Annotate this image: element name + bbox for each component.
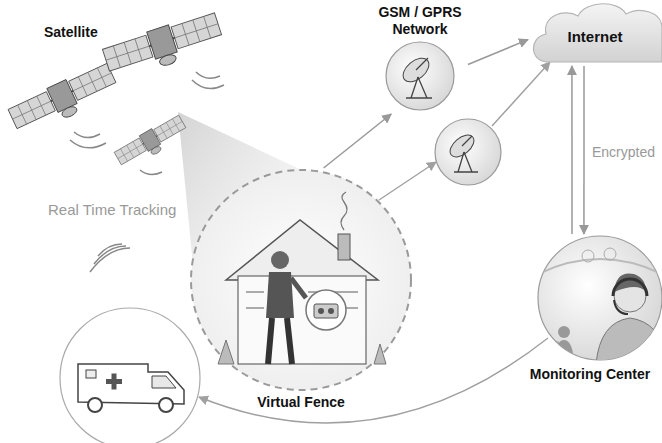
dish-circle <box>435 119 501 185</box>
edge-label: Encrypted <box>590 144 657 161</box>
node-title: Virtual Fence <box>188 394 414 411</box>
node-title: Internet <box>528 28 662 46</box>
connector-arrow <box>571 66 573 234</box>
node-title: Monitoring Center <box>518 366 662 383</box>
tracking-label: Real Time Tracking <box>48 201 176 219</box>
satellite <box>113 114 189 172</box>
internet-cloud: Internet <box>528 0 662 66</box>
ambulance-circle <box>60 308 200 443</box>
satellite-label: Satellite <box>44 24 98 41</box>
node-shape <box>372 4 468 114</box>
connector-arrow <box>468 40 528 65</box>
connector-arrow <box>324 114 392 168</box>
network-node: GSM / GPRS Network <box>372 4 468 114</box>
virtual-fence: Virtual Fence <box>188 168 414 420</box>
satellite <box>102 10 226 83</box>
connector-arrow <box>583 66 585 234</box>
node-shape <box>188 168 414 420</box>
monitoring-center: Monitoring Center <box>518 234 662 390</box>
satellite <box>7 61 121 139</box>
node-title: GSM / GPRS Network <box>372 4 468 38</box>
